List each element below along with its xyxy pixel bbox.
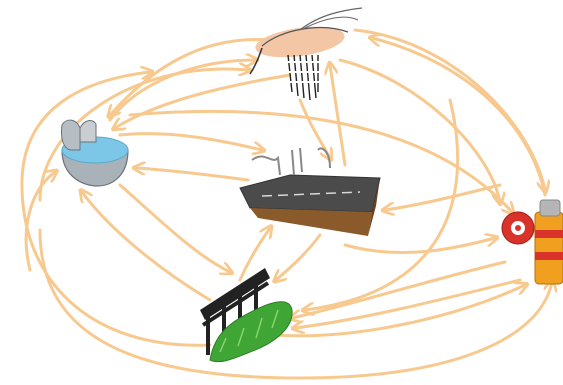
arrow-mosquito-hydrant-2 (355, 30, 545, 190)
arrow-bowl-road (120, 134, 262, 150)
mosquito-icon (250, 8, 362, 100)
arrow-road-hydrant (345, 238, 495, 253)
fence-grass-icon (200, 268, 292, 362)
arrow-bowl-fence (120, 185, 230, 272)
arrow-road-fence (276, 235, 320, 280)
arrow-mosquito-bowl-2 (110, 40, 270, 115)
arrow-hydrant-road (385, 185, 500, 210)
arrow-mosquito-road (300, 100, 330, 158)
arrow-road-bowl (136, 168, 248, 180)
water-bowl-icon (61, 120, 128, 186)
arrow-road-mosquito (330, 65, 345, 165)
road-icon (240, 148, 380, 236)
